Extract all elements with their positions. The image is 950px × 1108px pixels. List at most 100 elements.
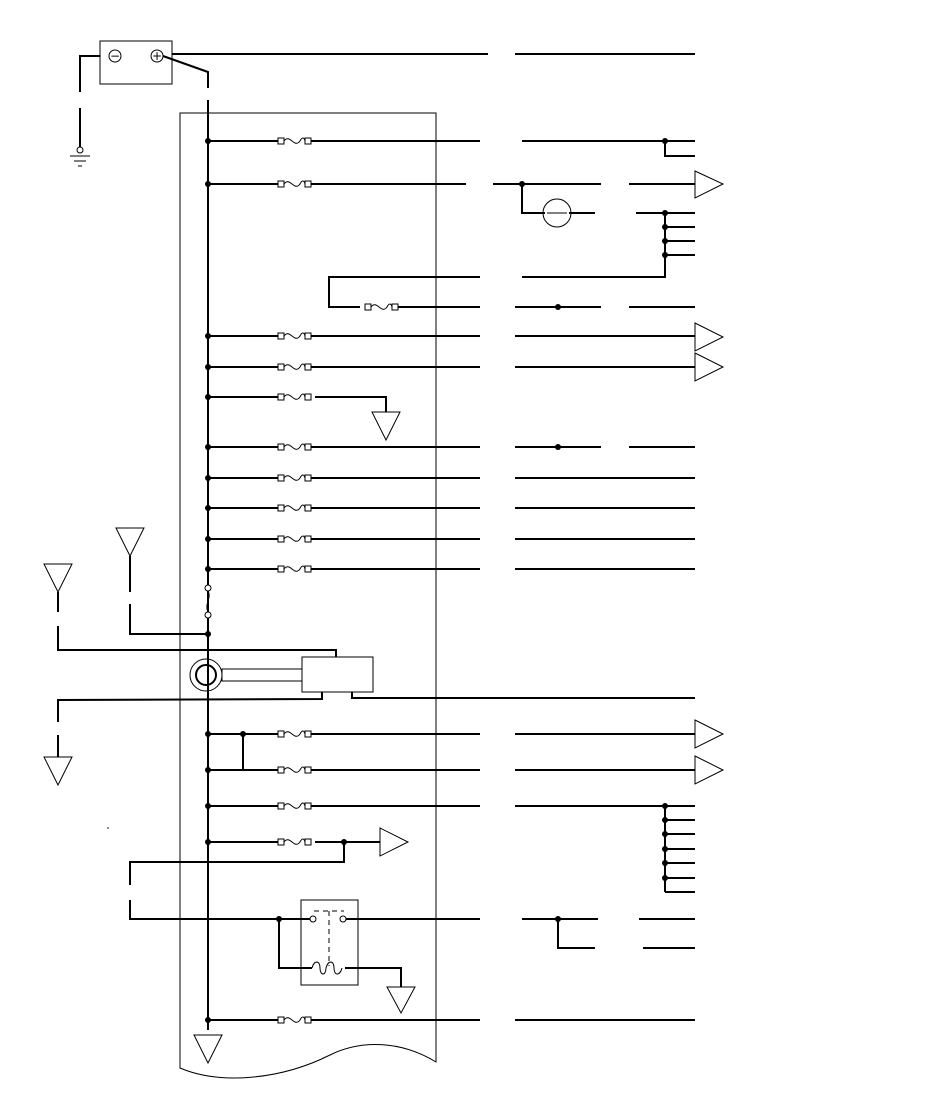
fuse-icon: [283, 443, 306, 450]
fuse-circuit-row: [205, 474, 695, 482]
battery-positive-label: +: [152, 49, 162, 63]
ground-triangle-icon: [43, 756, 73, 787]
relay-coil-icon: [311, 961, 343, 975]
fuse-circuit-row: [205, 1016, 695, 1024]
fuse-icon: [283, 332, 306, 339]
fuse-icon: [283, 363, 306, 370]
antenna-triangle-icon: [43, 563, 73, 594]
fuse-terminal: [277, 443, 285, 451]
fuse-terminal: [277, 766, 285, 774]
switch-module: [301, 656, 374, 693]
fuse-icon: [283, 802, 306, 809]
fuse-terminal: [277, 474, 285, 482]
fuse-terminal: [277, 802, 285, 810]
fuse-icon: [283, 504, 306, 511]
fuse-terminal: [277, 838, 285, 846]
fuse-circuit-row: [205, 802, 480, 810]
fuse-circuit-row: [205, 332, 695, 340]
fusible-link: [57, 556, 337, 657]
fuse-icon: [283, 474, 306, 481]
fuse-terminal: [304, 443, 312, 451]
fuse-circuit-row: [205, 363, 695, 371]
ignition-switch: [57, 656, 695, 757]
fuse-terminal: [304, 180, 312, 188]
ground-symbol: [70, 55, 100, 167]
fuse-terminal: [304, 332, 312, 340]
battery-negative-label: −: [110, 49, 120, 63]
battery: − +: [99, 40, 173, 85]
fuse-icon: [283, 565, 306, 572]
fuse-circuit-row: [205, 730, 695, 738]
fuse-terminal: [304, 802, 312, 810]
fuse-terminal: [277, 1016, 285, 1024]
battery-negative-terminal: [108, 49, 122, 63]
fuse-terminal: [304, 766, 312, 774]
fuse-terminal: [304, 504, 312, 512]
bus-junction-dot: [205, 731, 211, 737]
fuse-circuit-row: [205, 838, 312, 846]
bus-junction-dot: [205, 333, 211, 339]
relay: [276, 899, 695, 987]
ground-triangle-icon: [386, 986, 416, 1015]
fuse-icon: [283, 1016, 306, 1023]
fuse-circuit-row: [205, 565, 695, 573]
bus-junction-dot: [205, 394, 211, 400]
bus-junction-dot: [205, 536, 211, 542]
connector-arrow-icon: [379, 827, 410, 857]
fuse-circuit-row: [205, 393, 312, 401]
fuse-terminal: [277, 393, 285, 401]
fuse-terminal: [304, 838, 312, 846]
fuse-terminal: [277, 504, 285, 512]
ground-triangle-icon: [193, 1034, 223, 1065]
fuse-icon: [283, 766, 306, 773]
down-triangles: [43, 396, 416, 1065]
fuse-icon: [283, 137, 306, 144]
fuse-box-outline: [179, 112, 437, 1079]
fuse-terminal: [364, 303, 372, 311]
fuse-icon: [283, 535, 306, 542]
bus-junction-dot: [205, 475, 211, 481]
fuse-terminal: [304, 393, 312, 401]
fuse-icon: [370, 303, 393, 310]
fuse-terminal: [277, 180, 285, 188]
connector-arrow-icon: [694, 170, 725, 199]
fuse-circuit-row: [205, 443, 480, 451]
fuse-icon: [283, 393, 306, 400]
fuse-terminal: [391, 303, 399, 311]
connector-arrow-icon: [694, 322, 725, 352]
bus-junction-dot: [205, 803, 211, 809]
fuse-terminal: [277, 730, 285, 738]
fuse-terminal: [277, 363, 285, 371]
connector-arrow-icon: [694, 719, 725, 749]
fuse-circuit-row: [364, 303, 480, 311]
right-side-wiring: [328, 138, 695, 893]
fuse-terminal: [304, 363, 312, 371]
bus-junction-dot: [205, 505, 211, 511]
fuse-terminal: [304, 730, 312, 738]
fuse-icon: [283, 730, 306, 737]
fuse-icon: [283, 838, 306, 845]
fuse-terminal: [277, 535, 285, 543]
bus-junction-dot: [205, 1017, 211, 1023]
fuse-circuit-row: [205, 535, 695, 543]
fuse-circuit-row: [205, 504, 695, 512]
connector-arrows: [379, 170, 725, 857]
bus-junction-dot: [205, 566, 211, 572]
bus-junction-dot: [205, 444, 211, 450]
fuse-terminal: [304, 137, 312, 145]
antenna-triangle-icon: [115, 527, 145, 558]
fuse-circuit-row: [205, 137, 480, 145]
bus-junction-dot: [205, 767, 211, 773]
bus-junction-dot: [205, 138, 211, 144]
fuse-terminal: [304, 1016, 312, 1024]
fuse-terminal: [304, 565, 312, 573]
fuse-icon: [283, 180, 306, 187]
bus-junction-dot: [205, 181, 211, 187]
fuse-terminal: [277, 565, 285, 573]
fuse-terminal: [277, 137, 285, 145]
fuse-circuit-row: [205, 180, 466, 188]
connector-arrow-icon: [694, 755, 725, 785]
bus-junction-dot: [205, 364, 211, 370]
